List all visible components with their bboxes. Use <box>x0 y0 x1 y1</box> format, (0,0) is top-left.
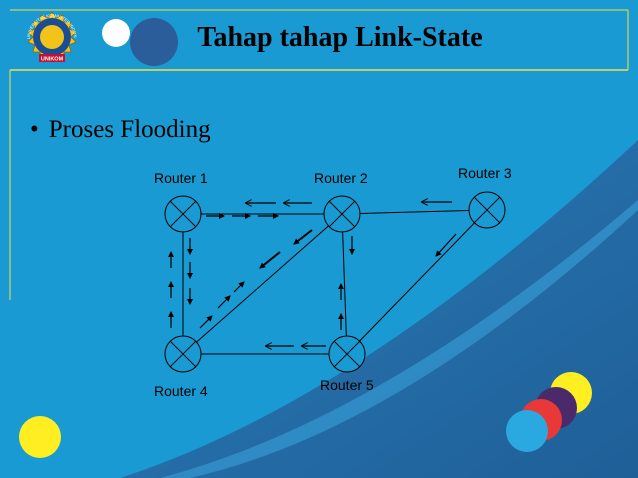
link-r2-r4 <box>182 213 343 355</box>
bullet-item: • Proses Flooding <box>30 116 211 144</box>
router-1-node <box>164 195 202 233</box>
slide-title: Tahap tahap Link-State <box>197 22 483 53</box>
link-r2-r3 <box>341 209 488 215</box>
logo-center <box>40 25 64 49</box>
navy-circle-decor <box>130 18 178 66</box>
router-3-node <box>468 191 506 229</box>
router-5-label: Router 5 <box>320 377 374 393</box>
router-3-label: Router 3 <box>458 165 512 181</box>
bullet-text: Proses Flooding <box>48 116 211 143</box>
router-2-label: Router 2 <box>314 170 368 186</box>
background-swoosh-dark <box>120 140 638 478</box>
flooding-arrows <box>168 202 457 346</box>
link-r3-r5 <box>346 209 488 355</box>
arrow-diagonal <box>233 281 245 293</box>
arrow-diagonal <box>259 251 281 269</box>
bullet-dot: • <box>30 116 39 143</box>
link-r2-r5 <box>341 213 348 355</box>
blue-circle-decor <box>506 410 548 452</box>
network-links <box>182 209 488 355</box>
logo-banner <box>39 54 65 62</box>
white-circle-decor <box>102 19 130 47</box>
router-4-label: Router 4 <box>154 383 208 399</box>
unikom-logo: UNIVERSITAS KOMPUTER INDONESIA UNIKOM <box>22 10 78 63</box>
arrow-diagonal <box>435 233 457 257</box>
router-4-node <box>164 335 202 373</box>
yellow-circle-decor <box>19 416 61 458</box>
arrow-diagonal <box>293 229 313 245</box>
arrow-diagonal <box>217 295 231 309</box>
router-1-label: Router 1 <box>154 170 208 186</box>
arrow-diagonal <box>199 315 213 329</box>
logo-banner-text: UNIKOM <box>41 57 64 63</box>
router-2-node <box>323 195 361 233</box>
router-5-node <box>328 335 366 373</box>
